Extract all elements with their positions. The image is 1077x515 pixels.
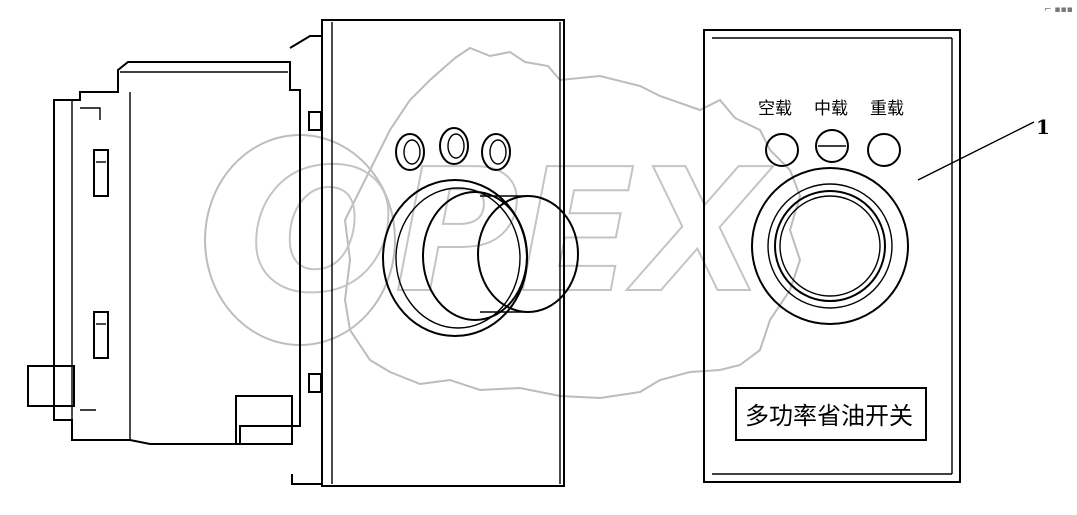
rear-connector: [27, 365, 75, 407]
rotary-knob-side: [382, 179, 579, 337]
flange-clip-bottom: [308, 373, 322, 393]
front-indicator-lights: [765, 129, 901, 167]
flange-clip-top: [308, 111, 322, 131]
indicator-label-empty-load: 空载: [758, 99, 792, 119]
watermark-gear-outline: [343, 46, 802, 400]
knob-face: [774, 190, 886, 302]
rear-body-lip: [80, 107, 101, 411]
indicator-label-medium-load: 中载: [814, 99, 848, 119]
rear-body-inner: [71, 71, 288, 440]
side-indicator-lenses: [395, 127, 511, 171]
leader-line: [917, 121, 1035, 181]
knob-outer-ring: [751, 167, 909, 325]
part-callout: 1: [917, 115, 1050, 181]
side-panel-body: [321, 19, 565, 487]
upper-latch: [93, 149, 109, 197]
name-plate: [735, 387, 927, 441]
housing-side-view: [27, 35, 323, 485]
name-plate-text: 多功率省油开关: [745, 402, 913, 430]
switch-side-panel: [321, 19, 579, 487]
watermark-logo: OPEX: [204, 46, 802, 400]
watermark-text: OPEX: [250, 133, 774, 331]
indicator-label-heavy-load: 重载: [870, 99, 904, 119]
cable-exit: [235, 395, 293, 445]
front-panel-body: [703, 29, 961, 483]
corner-mark: ⌐ ▪▪▪: [1044, 5, 1073, 15]
callout-number: 1: [1036, 115, 1050, 139]
rotary-knob-front: [751, 167, 909, 325]
front-panel-view: 空载 中载 重载 多功率省油开关: [703, 29, 961, 483]
lower-latch: [93, 311, 109, 359]
knob-shaft: [422, 191, 528, 321]
